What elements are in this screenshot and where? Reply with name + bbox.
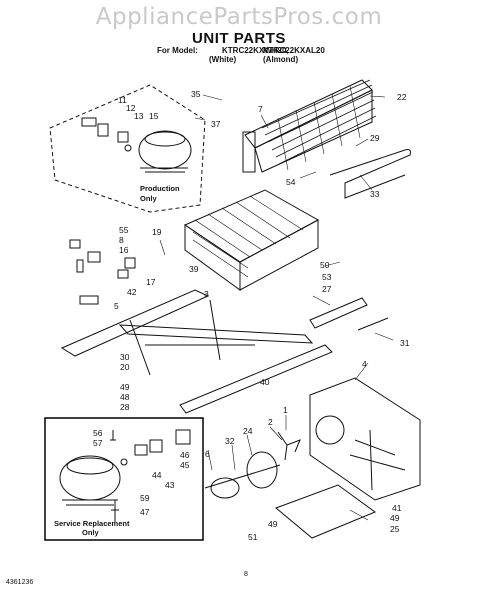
callout-2: 2 <box>268 417 273 427</box>
callout-24: 24 <box>243 426 253 436</box>
callout-40: 40 <box>260 377 270 387</box>
callout-45: 45 <box>180 460 190 470</box>
variant-1: (White) <box>209 55 237 64</box>
callout-12: 12 <box>126 103 136 113</box>
callout-25: 25 <box>390 524 400 534</box>
service-relay-parts <box>110 429 191 522</box>
callout-17: 17 <box>146 277 156 287</box>
drain-pan <box>275 484 377 539</box>
fan-assembly <box>204 431 301 499</box>
callout-49-b: 49 <box>390 513 400 523</box>
production-note-line1: Production <box>140 184 180 193</box>
service-note-line1: Service Replacement <box>54 519 130 528</box>
callout-6: 6 <box>205 449 210 459</box>
model-number-2: KTRC22KXAL20 <box>263 46 325 55</box>
callout-32: 32 <box>225 436 235 446</box>
callout-33: 33 <box>370 189 380 199</box>
model-number-1: KTRC22KXWH20, <box>222 46 289 55</box>
callout-53: 53 <box>322 272 332 282</box>
evaporator-coil <box>183 189 320 291</box>
callout-1: 1 <box>283 405 288 415</box>
callout-54: 54 <box>286 177 296 187</box>
page-number: 8 <box>244 571 248 578</box>
callout-13: 13 <box>134 111 144 121</box>
drain-heater <box>329 149 411 199</box>
callout-49-c: 49 <box>268 519 278 529</box>
callout-4: 4 <box>362 359 367 369</box>
callout-55: 55 <box>119 225 129 235</box>
callout-5: 5 <box>114 301 119 311</box>
mounting-bracket <box>309 377 421 501</box>
callout-31: 31 <box>400 338 410 348</box>
watermark: AppliancePartsPros.com <box>95 4 383 30</box>
relay-overload-parts <box>69 239 136 305</box>
callout-37: 37 <box>211 119 221 129</box>
callout-39: 39 <box>189 264 199 274</box>
grommet-rod <box>357 317 389 331</box>
model-label: For Model: <box>157 46 198 55</box>
callout-35: 35 <box>191 89 201 99</box>
production-only-box <box>49 84 206 213</box>
callout-48: 48 <box>120 392 130 402</box>
callout-46: 46 <box>180 450 190 460</box>
frame-rails <box>60 289 333 414</box>
callout-22: 22 <box>397 92 407 102</box>
page-title: UNIT PARTS <box>192 30 286 47</box>
service-replacement-box <box>44 417 204 541</box>
callout-59: 59 <box>140 493 150 503</box>
callout-57: 57 <box>93 438 103 448</box>
callout-28: 28 <box>120 402 130 412</box>
callout-16: 16 <box>119 245 129 255</box>
callout-15: 15 <box>149 111 159 121</box>
callout-19: 19 <box>152 227 162 237</box>
document-number: 4361236 <box>6 579 34 586</box>
callout-56: 56 <box>93 428 103 438</box>
callout-20: 20 <box>120 362 130 372</box>
callout-49-a: 49 <box>120 382 130 392</box>
condenser-coil <box>242 79 377 173</box>
callout-44: 44 <box>152 470 162 480</box>
production-note-line2: Only <box>140 194 157 203</box>
compressor-service <box>59 455 121 506</box>
callout-3: 3 <box>204 289 209 299</box>
callout-43: 43 <box>165 480 175 490</box>
callout-29: 29 <box>370 133 380 143</box>
drain-tube <box>309 297 368 329</box>
variant-2: (Almond) <box>263 55 299 64</box>
service-note-line2: Only <box>82 528 99 537</box>
callout-41: 41 <box>392 503 402 513</box>
callout-30: 30 <box>120 352 130 362</box>
callout-11: 11 <box>118 95 127 105</box>
leader-lines <box>159 94 394 521</box>
callout-42: 42 <box>127 287 137 297</box>
production-small-parts <box>81 117 132 152</box>
callout-8: 8 <box>119 235 124 245</box>
callout-50: 50 <box>320 260 330 270</box>
compressor-production <box>138 130 192 173</box>
callout-47: 47 <box>140 507 150 517</box>
callout-7: 7 <box>258 104 263 114</box>
callout-51: 51 <box>248 532 258 542</box>
callout-27: 27 <box>322 284 332 294</box>
